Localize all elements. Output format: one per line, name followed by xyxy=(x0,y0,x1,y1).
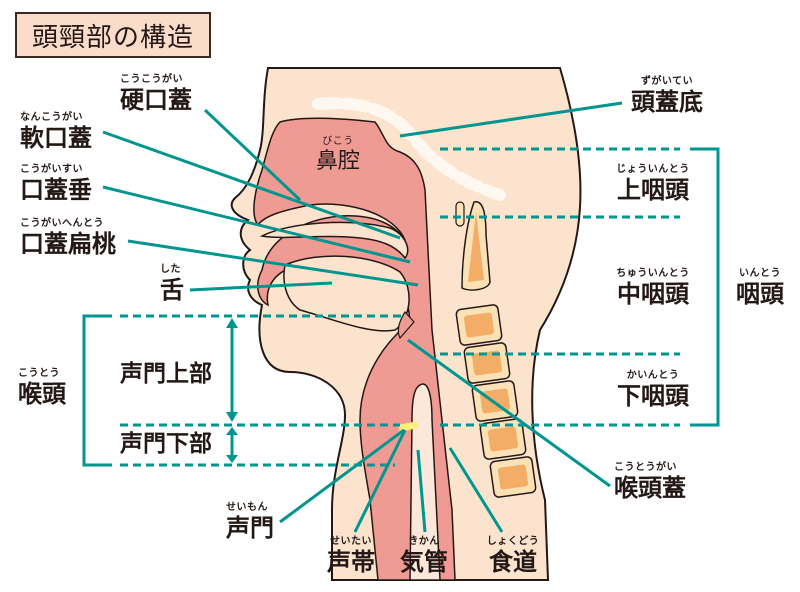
label-text: 上咽頭 xyxy=(617,176,689,204)
label-hypopharynx: かいんとう 下咽頭 xyxy=(598,370,708,410)
leader-lines xyxy=(102,101,623,533)
furigana: ずがいてい xyxy=(640,76,694,87)
furigana: せいもん xyxy=(226,502,268,513)
larynx-bracket xyxy=(82,314,112,467)
label-larynx: こうとう 喉頭 xyxy=(18,368,66,408)
furigana: びこう xyxy=(322,136,354,147)
label-text: 硬口蓋 xyxy=(120,86,192,114)
label-text: 声門上部 xyxy=(120,361,212,387)
range-arrows xyxy=(226,318,238,463)
label-soft-palate: なんこうがい 軟口蓋 xyxy=(20,112,92,152)
tongue-shape xyxy=(283,255,410,332)
label-text: 気管 xyxy=(400,548,448,576)
furigana: いんとう xyxy=(739,268,781,279)
furigana: こうがいすい xyxy=(20,164,83,175)
label-skull-base: ずがいてい 頭蓋底 xyxy=(622,76,712,116)
label-text: 喉頭 xyxy=(18,380,66,408)
diagram-title: 頭頸部の構造 xyxy=(15,12,211,58)
furigana: こうとう xyxy=(18,368,60,379)
trachea-tube xyxy=(409,383,441,581)
skull-base-band xyxy=(312,97,506,201)
label-text: 鼻腔 xyxy=(315,149,360,174)
furigana: じょういんとう xyxy=(616,164,690,175)
label-text: 頭蓋底 xyxy=(631,88,703,116)
label-esophagus: しょくどう 食道 xyxy=(478,536,548,576)
furigana: きかん xyxy=(408,536,440,547)
label-epipharynx: じょういんとう 上咽頭 xyxy=(598,164,708,204)
level-dashed-lines xyxy=(120,147,680,467)
cervical-vertebrae xyxy=(455,201,537,498)
label-trachea: きかん 気管 xyxy=(394,536,454,576)
furigana: こうがいへんとう xyxy=(20,218,104,229)
palate xyxy=(259,221,409,260)
label-text: 声門 xyxy=(226,514,274,542)
label-nasal-cavity: びこう 鼻腔 xyxy=(308,136,368,176)
label-text: 口蓋垂 xyxy=(20,176,92,204)
label-epiglottis: こうとうがい 喉頭蓋 xyxy=(614,462,686,502)
label-subglottis: 声門下部 xyxy=(120,430,212,458)
furigana: せいたい xyxy=(330,536,372,547)
label-palatine-tonsil: こうがいへんとう 口蓋扁桃 xyxy=(20,218,116,258)
furigana: なんこうがい xyxy=(20,112,83,123)
label-text: 軟口蓋 xyxy=(20,124,92,152)
label-text: 咽頭 xyxy=(736,280,784,308)
furigana: かいんとう xyxy=(626,370,680,381)
label-text: 下咽頭 xyxy=(617,382,689,410)
label-pharynx: いんとう 咽頭 xyxy=(728,268,792,308)
epiglottis-flap xyxy=(397,311,415,340)
label-text: 舌 xyxy=(160,276,184,304)
furigana: した xyxy=(160,264,181,275)
label-text: 口蓋扁桃 xyxy=(20,230,116,258)
label-text: 中咽頭 xyxy=(617,280,689,308)
furigana: こうこうがい xyxy=(120,74,183,85)
furigana: こうとうがい xyxy=(614,462,677,473)
furigana: ちゅういんとう xyxy=(616,268,690,279)
label-vocal-cords: せいたい 声帯 xyxy=(322,536,380,576)
label-text: 声帯 xyxy=(327,548,375,576)
label-hard-palate: こうこうがい 硬口蓋 xyxy=(120,74,192,114)
label-uvula: こうがいすい 口蓋垂 xyxy=(20,164,92,204)
label-tongue: した 舌 xyxy=(160,264,184,304)
label-mesopharynx: ちゅういんとう 中咽頭 xyxy=(598,268,708,308)
pharynx-bracket xyxy=(690,147,720,427)
label-text: 食道 xyxy=(489,548,537,576)
label-glottis: せいもん 声門 xyxy=(226,502,274,542)
label-supraglottis: 声門上部 xyxy=(120,360,212,388)
label-text: 声門下部 xyxy=(120,431,212,457)
label-text: 喉頭蓋 xyxy=(614,474,686,502)
furigana: しょくどう xyxy=(486,536,540,547)
